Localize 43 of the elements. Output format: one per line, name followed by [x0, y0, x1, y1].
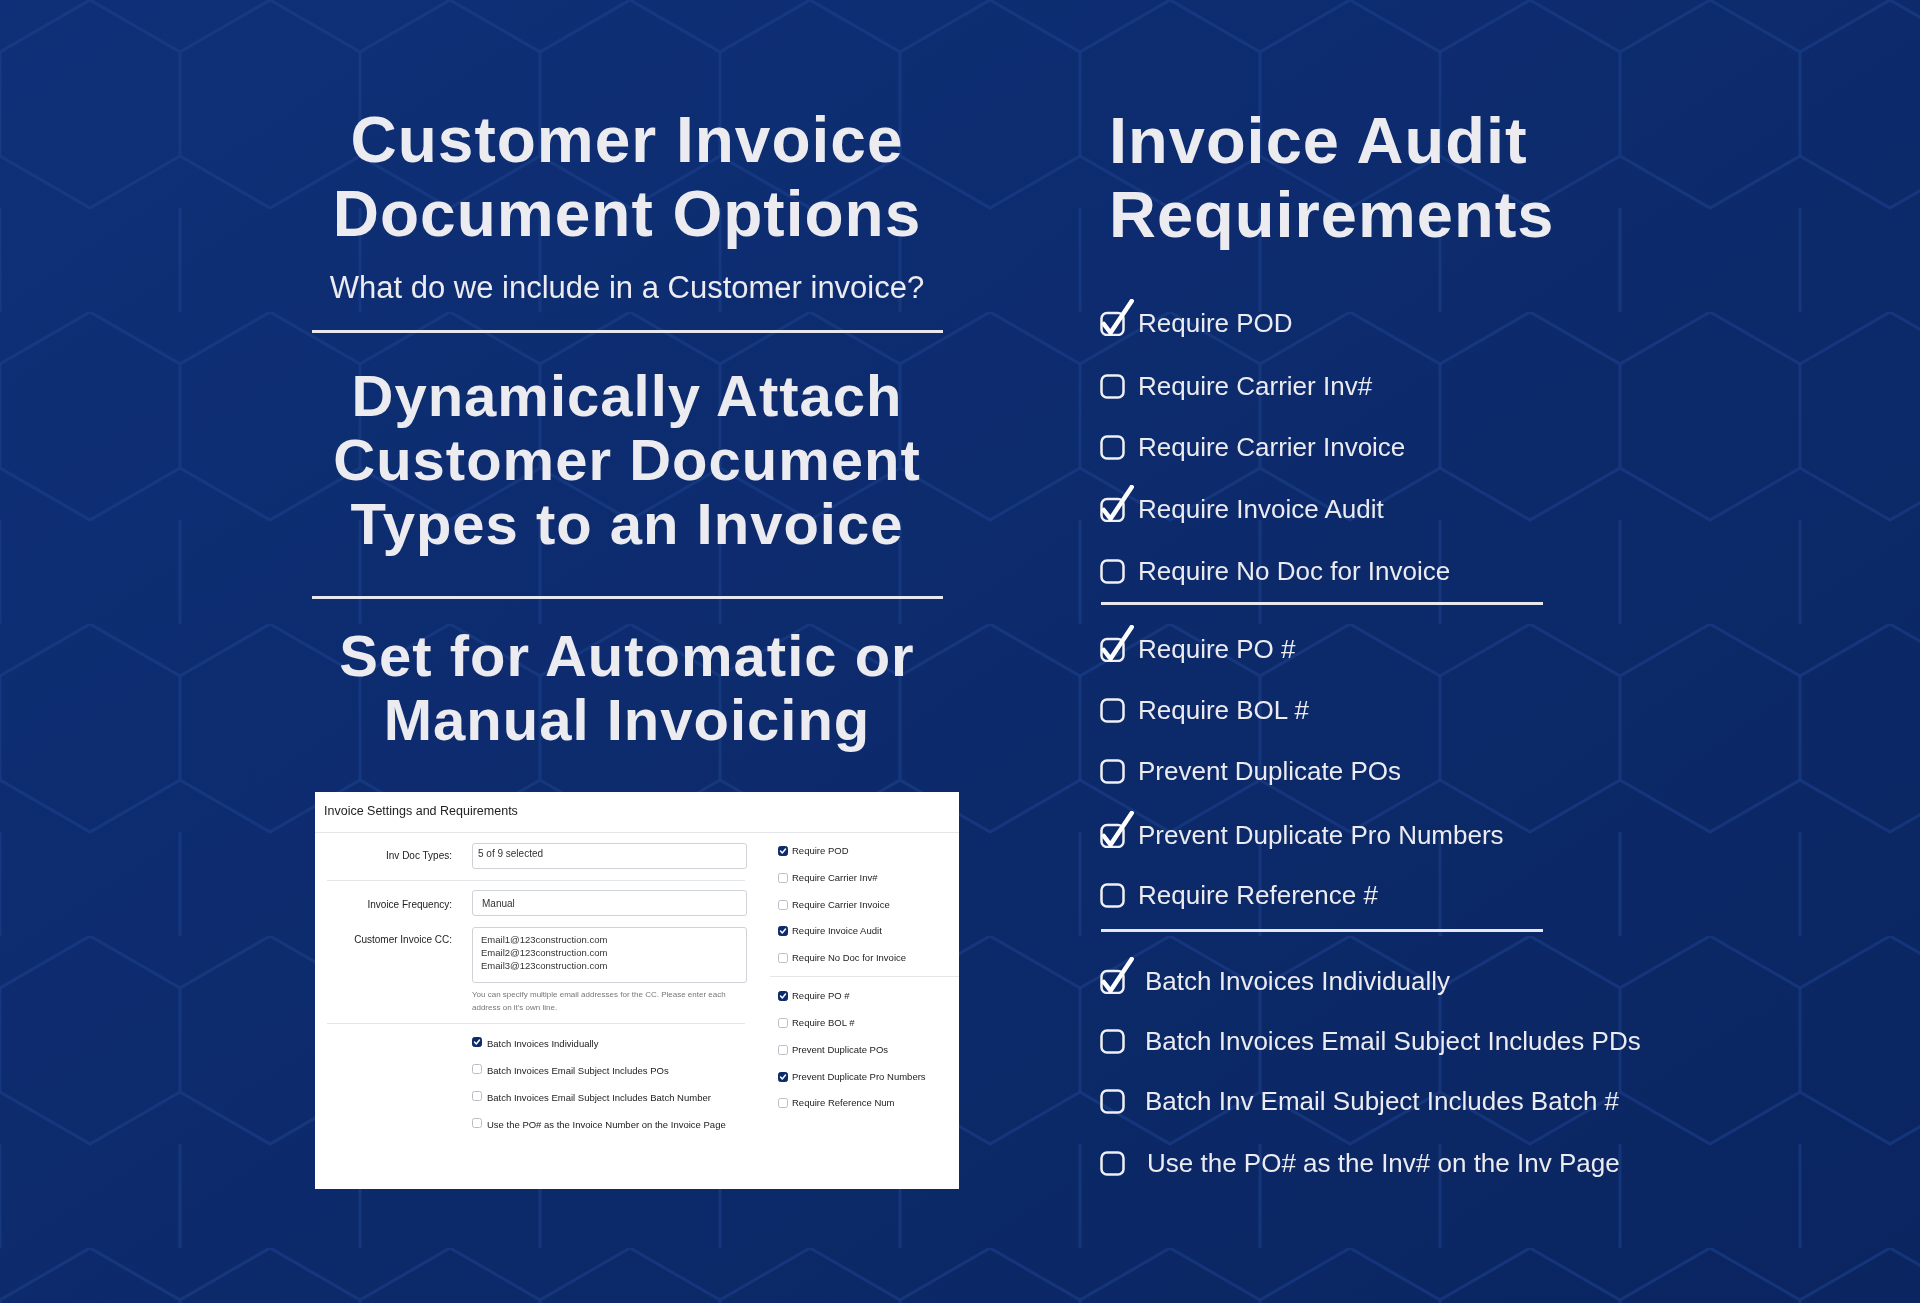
checkbox-label: Require Invoice Audit — [792, 925, 882, 936]
checkbox-label: Require Carrier Invoice — [792, 899, 890, 910]
checkbox-label: Prevent Duplicate Pro Numbers — [792, 1071, 926, 1082]
checkbox-label: Require BOL # — [792, 1017, 855, 1028]
checkbox-label: Batch Invoices Email Subject Includes Batch Number — [487, 1091, 712, 1105]
email-address: Email1@123construction.com — [481, 934, 608, 945]
heading: Dynamically Attach Customer Document Types to an Invoice — [332, 364, 922, 556]
checkbox-label: Require PO # — [792, 990, 850, 1001]
checkbox-label: Require POD — [1138, 308, 1293, 338]
help-text: You can specify multiple email addresses for the CC. Please enter each address on it's own line. — [472, 989, 727, 1014]
checkbox-label: Batch Invoices Individually — [1145, 966, 1450, 996]
checkbox-label: Prevent Duplicate POs — [792, 1044, 889, 1055]
checkbox-label: Require No Doc for Invoice — [792, 952, 907, 963]
checkbox-label: Batch Invoices Individually — [487, 1037, 600, 1051]
checkbox-label: Require Carrier Inv# — [792, 872, 878, 883]
checkbox-label: Require Carrier Invoice — [1138, 432, 1406, 462]
checkbox-label: Require Invoice Audit — [1138, 494, 1384, 524]
checkbox-label: Require Reference # — [1138, 880, 1378, 910]
checkbox-label: Batch Inv Email Subject Includes Batch # — [1145, 1086, 1620, 1116]
dropdown-field: 5 of 9 selected — [472, 843, 747, 869]
checkbox-label: Use the PO# as the Invoice Number on the Invoice Page — [487, 1118, 727, 1132]
field-label: Customer Invoice CC: — [354, 934, 452, 945]
field-label: Invoice Frequency: — [367, 899, 452, 910]
checkbox-label: Require No Doc for Invoice — [1138, 556, 1451, 586]
checkbox-label: Prevent Duplicate POs — [1138, 756, 1401, 786]
panel-title: Invoice Settings and Requirements — [324, 804, 518, 818]
checkbox-label: Require BOL # — [1138, 695, 1310, 725]
heading: Set for Automatic or Manual Invoicing — [338, 624, 916, 752]
checkbox-label: Batch Invoices Email Subject Includes POs — [487, 1064, 670, 1078]
checkbox-label: Require PO # — [1138, 634, 1296, 664]
email-address: Email2@123construction.com — [481, 947, 608, 958]
checkbox-label: Prevent Duplicate Pro Numbers — [1138, 820, 1504, 850]
field-label: Inv Doc Types: — [386, 850, 452, 861]
subheading: What do we include in a Customer invoice? — [328, 270, 926, 306]
heading: Invoice Audit Requirements — [1109, 104, 1556, 252]
email-address: Email3@123construction.com — [481, 960, 608, 971]
checkbox-label: Batch Invoices Email Subject Includes PDs — [1145, 1026, 1641, 1056]
checkbox-label: Require Carrier Inv# — [1138, 371, 1373, 401]
dropdown-field: Manual — [472, 890, 747, 916]
heading: Customer Invoice Document Options — [331, 103, 923, 251]
checkbox-label: Use the PO# as the Inv# on the Inv Page — [1147, 1148, 1620, 1178]
checkbox-label: Require POD — [792, 845, 849, 856]
checkbox-label: Require Reference Num — [792, 1097, 895, 1108]
